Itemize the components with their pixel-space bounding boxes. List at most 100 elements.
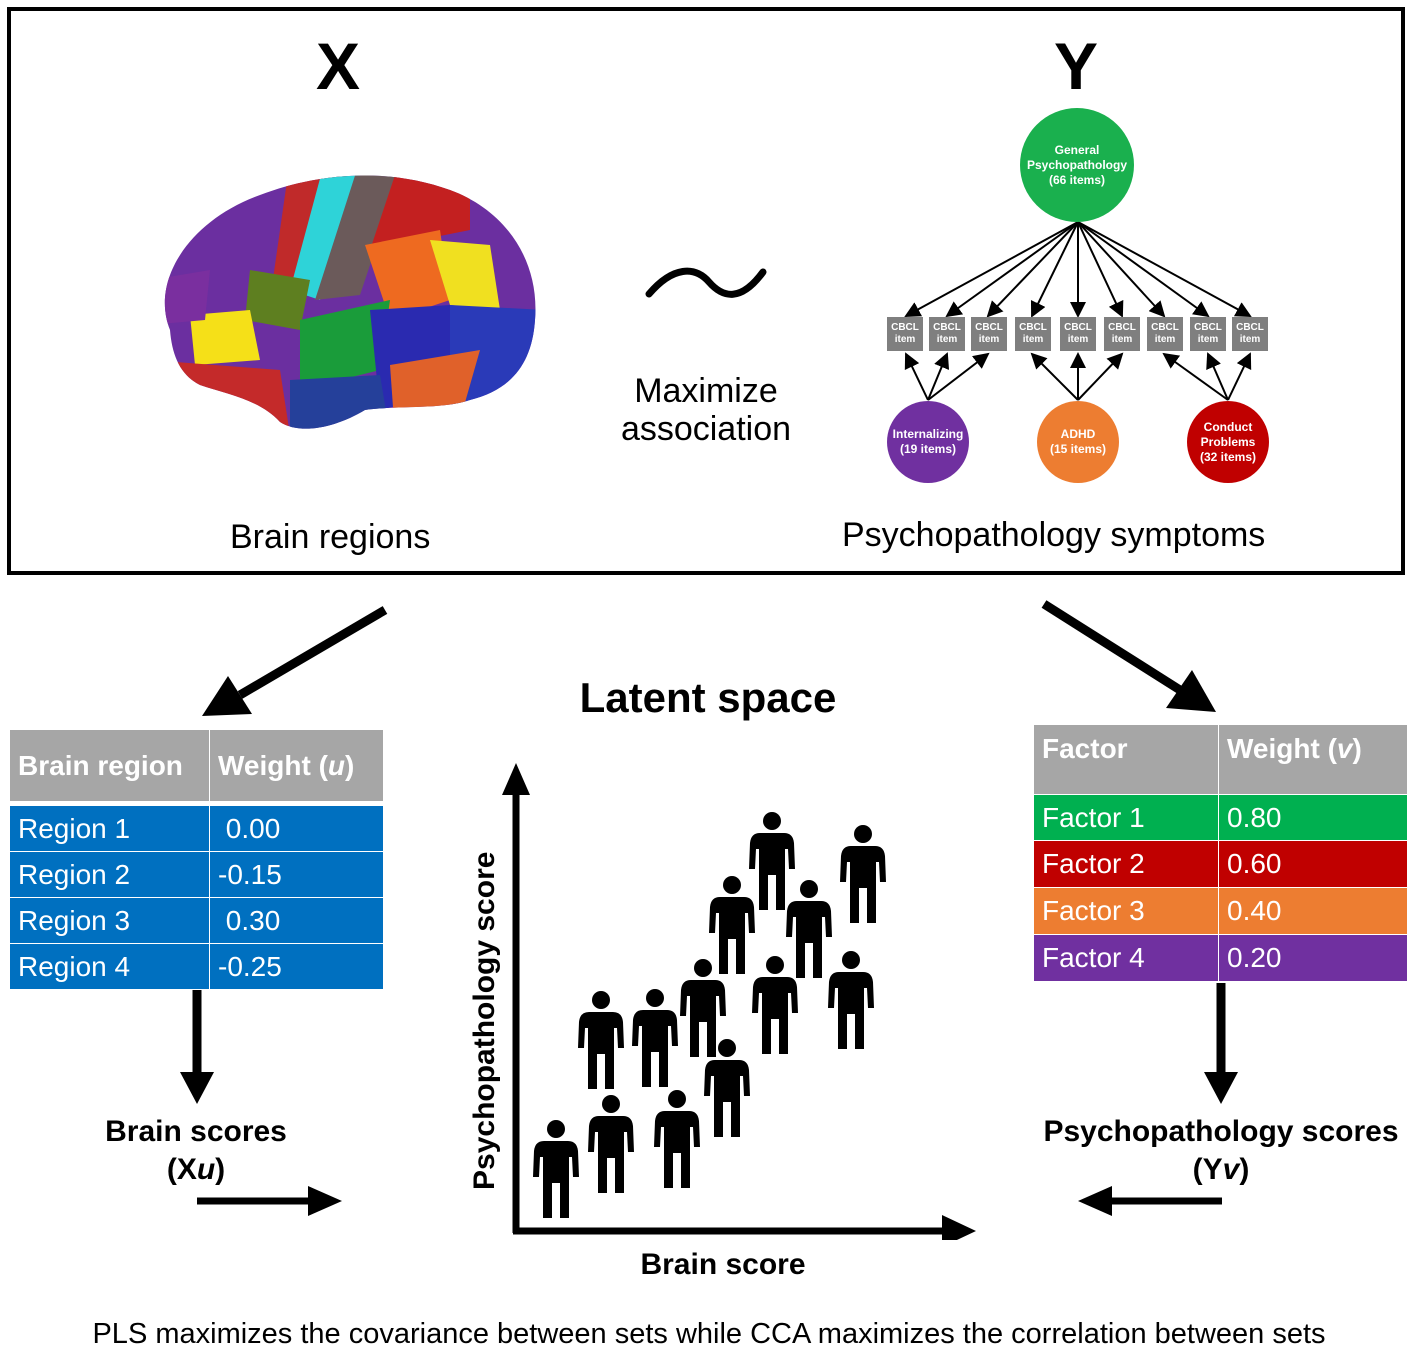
- tilde-symbol: [645, 267, 767, 298]
- weight-end: ): [345, 749, 355, 781]
- region-weight: 0.30: [209, 897, 384, 944]
- general-line3: (66 items): [1048, 172, 1105, 187]
- association-text: association: [620, 410, 792, 448]
- adhd-line1: ADHD: [1060, 427, 1096, 441]
- item-text: item: [894, 334, 916, 345]
- ps-b: ): [1239, 1153, 1250, 1186]
- region-weight: -0.15: [209, 851, 384, 898]
- x-axis-label: Brain score: [640, 1248, 806, 1281]
- flow-arrows: [180, 600, 1238, 1240]
- right-diagonal-arrowhead: [1166, 670, 1216, 712]
- psychopathology-symptoms-label: Psychopathology symptoms: [842, 516, 1266, 554]
- item-text: item: [1067, 334, 1089, 345]
- maximize-association-label: Maximize association: [606, 372, 806, 448]
- weight-var: u: [327, 749, 346, 781]
- person-icon: [578, 991, 624, 1089]
- internalizing-line1: Internalizing: [892, 427, 964, 441]
- factor-weight: 0.60: [1218, 840, 1408, 888]
- cbcl-text: CBCL: [1236, 322, 1264, 333]
- cbcl-text: CBCL: [1019, 322, 1047, 333]
- table-row: Factor 1 0.80: [1033, 794, 1408, 841]
- adhd-line2: (15 items): [1049, 442, 1107, 456]
- factor-name: Factor 4: [1033, 934, 1219, 982]
- ps-var: v: [1222, 1153, 1240, 1186]
- weight-text: Weight (: [218, 749, 328, 781]
- region-weight: 0.00: [209, 805, 384, 852]
- internalizing-node: Internalizing (19 items): [887, 401, 969, 483]
- factor-name: Factor 3: [1033, 887, 1219, 935]
- brain-weight-table: Brain region Weight (u) Region 1 0.00 Re…: [9, 729, 384, 990]
- y-letter: Y: [1054, 29, 1099, 103]
- top-panel: [7, 7, 1405, 575]
- brain-regions-label: Brain regions: [230, 518, 431, 556]
- item-text: item: [1022, 334, 1044, 345]
- person-icon: [709, 876, 755, 974]
- person-icon: [533, 1120, 579, 1218]
- factor-weight: 0.80: [1218, 794, 1408, 841]
- factor-weight-table: Factor Weight (v) Factor 1 0.80 Factor 2…: [1033, 724, 1408, 982]
- item-text: item: [1154, 334, 1176, 345]
- latent-space-title: Latent space: [579, 674, 837, 721]
- person-icon: [840, 825, 886, 923]
- table-row: Factor 3 0.40: [1033, 887, 1408, 935]
- person-icon: [828, 951, 874, 1049]
- table-row: Region 4 -0.25: [9, 943, 384, 990]
- brain-region-header: Brain region: [9, 729, 210, 802]
- general-psychopathology-node: General Psychopathology (66 items): [1020, 108, 1134, 222]
- psych-scores-line2: (Yv): [1024, 1151, 1418, 1189]
- bs-a: (X: [166, 1153, 197, 1186]
- item-text: item: [1197, 334, 1219, 345]
- conduct-line3: (32 items): [1199, 449, 1257, 464]
- region-weight: -0.25: [209, 943, 384, 990]
- weight-var: v: [1336, 733, 1353, 764]
- brain-scores-label: Brain scores (Xu): [80, 1113, 312, 1189]
- factor-weight: 0.40: [1218, 887, 1408, 935]
- table-row: Factor 2 0.60: [1033, 840, 1408, 888]
- weight-text: Weight (: [1227, 733, 1337, 764]
- brain-image: [164, 175, 536, 429]
- psychopathology-scores-label: Psychopathology scores (Yv): [1024, 1113, 1418, 1189]
- left-diagonal-arrowhead: [202, 676, 252, 716]
- person-icon: [752, 956, 798, 1054]
- adhd-node: ADHD (15 items): [1037, 401, 1119, 483]
- table-row: Factor 4 0.20: [1033, 934, 1408, 982]
- region-name: Region 1: [9, 805, 210, 852]
- brain-scores-line1: Brain scores: [105, 1115, 287, 1148]
- factor-weight: 0.20: [1218, 934, 1408, 982]
- factor-model-arrows: [904, 221, 1252, 401]
- factor-name: Factor 1: [1033, 794, 1219, 841]
- table-row: Region 2 -0.15: [9, 851, 384, 898]
- weight-u-header: Weight (u): [209, 729, 384, 802]
- general-line2: Psychopathology: [1026, 157, 1127, 172]
- person-icon: [654, 1090, 700, 1188]
- brain-scores-line2: (Xu): [80, 1151, 312, 1189]
- psych-scores-line1: Psychopathology scores: [1043, 1115, 1399, 1148]
- item-text: item: [1239, 334, 1261, 345]
- conduct-line2: Problems: [1200, 434, 1256, 449]
- item-text: item: [978, 334, 1000, 345]
- cbcl-text: CBCL: [933, 322, 961, 333]
- general-line1: General: [1054, 142, 1100, 157]
- weight-end: ): [1352, 733, 1362, 764]
- conduct-problems-node: Conduct Problems (32 items): [1187, 401, 1269, 483]
- factor-header: Factor: [1033, 724, 1219, 795]
- table-row: Region 1 0.00: [9, 805, 384, 852]
- weight-v-header: Weight (v): [1218, 724, 1408, 795]
- region-name: Region 2: [9, 851, 210, 898]
- internalizing-line2: (19 items): [899, 442, 956, 456]
- bs-b: ): [215, 1153, 226, 1186]
- person-icon: [632, 989, 678, 1087]
- ps-a: (Y: [1192, 1153, 1223, 1186]
- person-icon: [588, 1095, 634, 1193]
- bs-var: u: [196, 1153, 216, 1186]
- caption: PLS maximizes the covariance between set…: [92, 1318, 1326, 1350]
